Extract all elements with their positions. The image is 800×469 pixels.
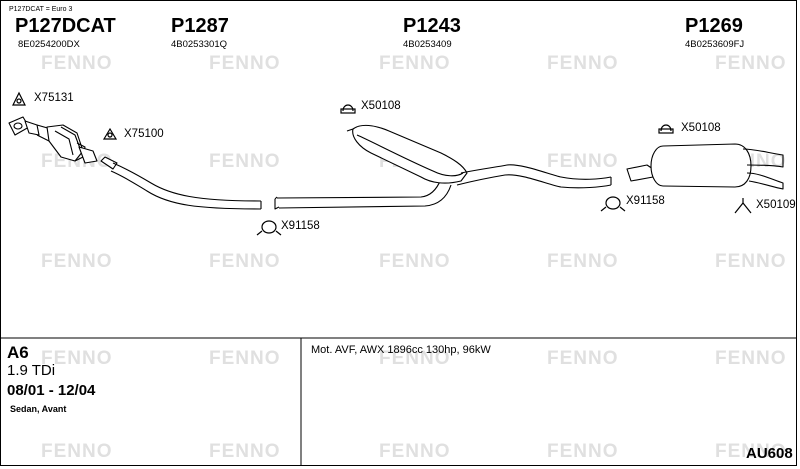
part-code: P127DCAT	[15, 15, 116, 37]
watermark: FENNO	[715, 251, 787, 272]
clamp-icon	[600, 196, 626, 212]
watermark: FENNO	[547, 441, 619, 462]
vehicle-years: 08/01 - 12/04	[7, 382, 96, 399]
gasket-icon	[102, 127, 118, 140]
vehicle-engine: 1.9 TDi	[7, 362, 56, 379]
part-code: P1243	[403, 15, 461, 37]
watermark: FENNO	[41, 53, 113, 74]
part-ref: 4B0253609FJ	[685, 39, 745, 50]
mounting-rubber-icon	[658, 124, 674, 134]
watermark: FENNO	[715, 348, 787, 369]
middle-section	[274, 124, 612, 210]
rear-silencer	[626, 143, 784, 190]
part-code: P1269	[685, 15, 743, 37]
watermark: FENNO	[209, 441, 281, 462]
watermark: FENNO	[379, 441, 451, 462]
watermark: FENNO	[379, 251, 451, 272]
watermark: FENNO	[715, 441, 787, 462]
catalytic-converter	[8, 116, 98, 164]
fitting-label: X91158	[281, 220, 320, 232]
vehicle-body: Sedan, Avant	[10, 404, 67, 414]
bracket-icon	[734, 198, 752, 214]
watermark: FENNO	[547, 151, 619, 172]
watermark: FENNO	[209, 348, 281, 369]
fitting-label: X50109	[756, 199, 796, 211]
gasket-icon	[12, 91, 26, 106]
fitting-label: X91158	[626, 195, 665, 207]
diagram-code: AU608	[746, 445, 793, 462]
watermark: FENNO	[41, 348, 113, 369]
watermark: FENNO	[209, 53, 281, 74]
fitting-label: X50108	[361, 100, 401, 112]
part-ref: 4B0253409	[403, 39, 452, 50]
euro-note: P127DCAT = Euro 3	[9, 6, 73, 13]
watermark: FENNO	[379, 348, 451, 369]
watermark: FENNO	[209, 151, 281, 172]
watermark: FENNO	[715, 53, 787, 74]
watermark: FENNO	[547, 53, 619, 74]
vehicle-model: A6	[7, 343, 29, 362]
part-code: P1287	[171, 15, 229, 37]
part-ref: 8E0254200DX	[18, 39, 80, 50]
watermark: FENNO	[379, 53, 451, 74]
watermark: FENNO	[209, 251, 281, 272]
fitting-label: X75131	[34, 92, 74, 104]
fitting-label: X50108	[681, 122, 721, 134]
motor-spec: Mot. AVF, AWX 1896cc 130hp, 96kW	[311, 344, 491, 356]
clamp-icon	[256, 220, 282, 236]
front-pipe	[100, 156, 262, 210]
part-ref: 4B0253301Q	[171, 39, 227, 50]
watermark: FENNO	[41, 441, 113, 462]
fitting-label: X75100	[124, 128, 164, 140]
watermark: FENNO	[547, 251, 619, 272]
watermark: FENNO	[547, 348, 619, 369]
watermark: FENNO	[41, 251, 113, 272]
mounting-rubber-icon	[340, 104, 356, 114]
